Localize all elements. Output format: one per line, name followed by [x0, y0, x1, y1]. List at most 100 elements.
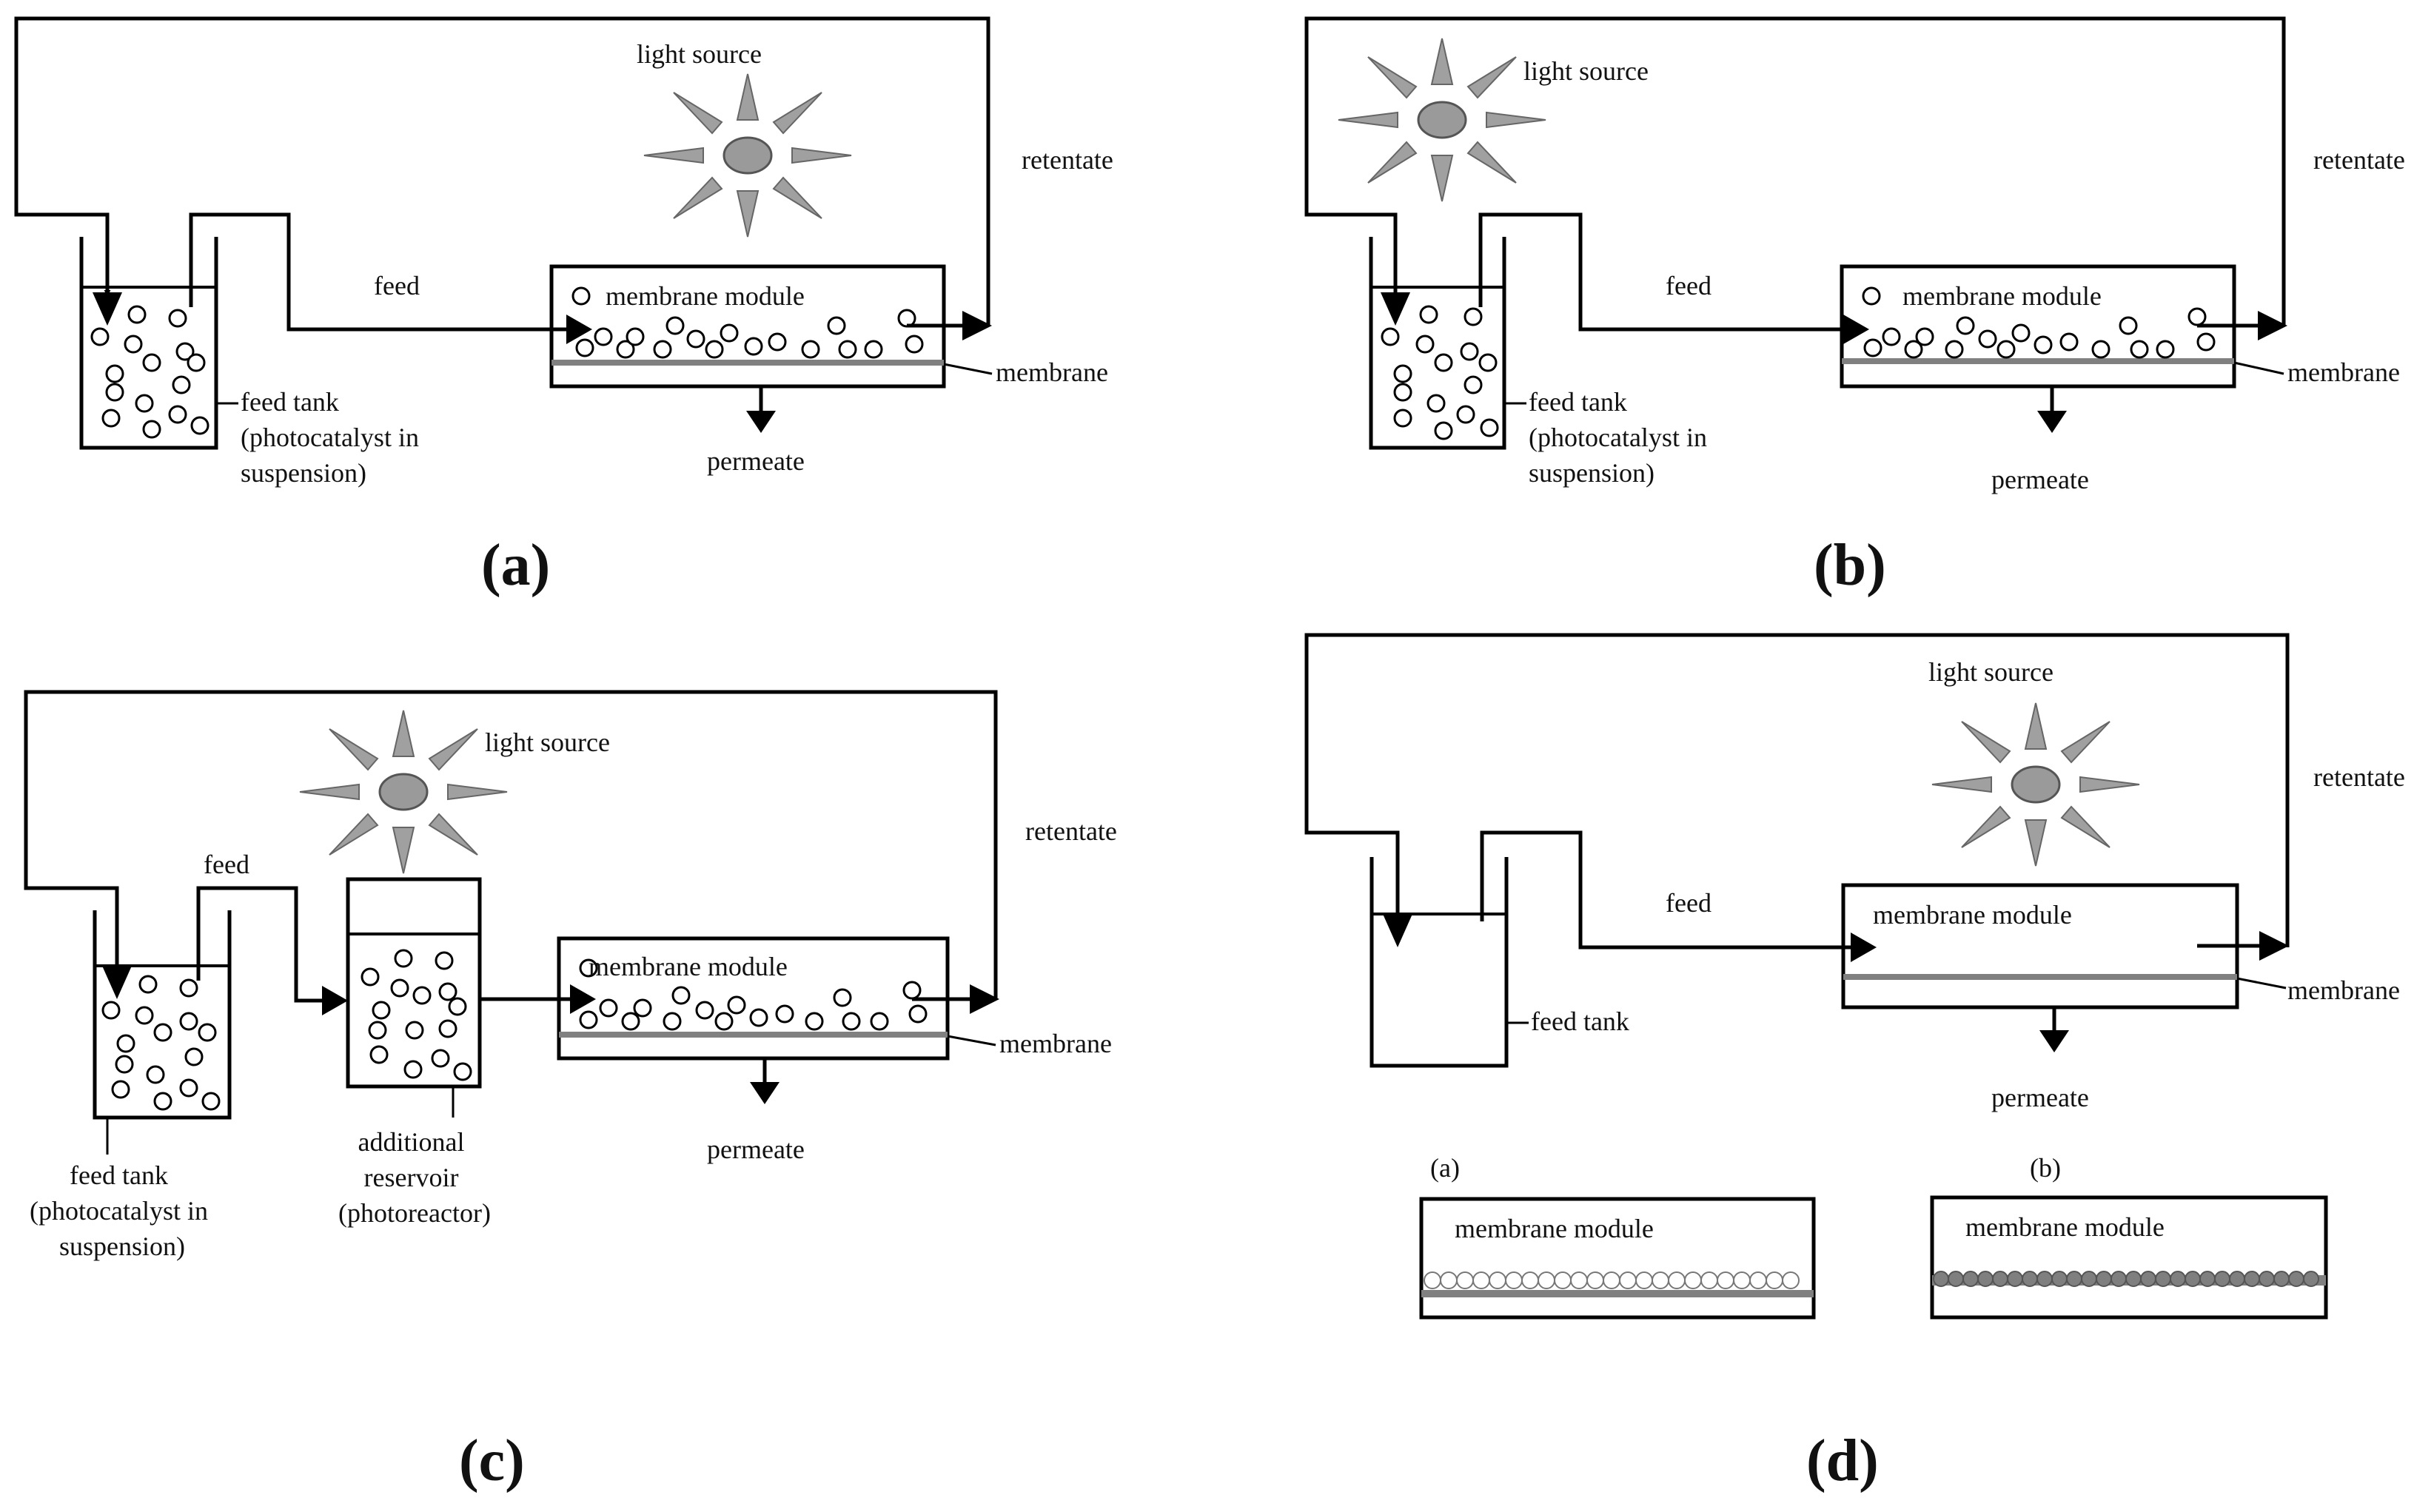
- reservoir-label: additional reservoir (photoreactor): [338, 1127, 491, 1228]
- sub-module-a-label: membrane module: [1455, 1214, 1654, 1243]
- light-source-label: light source: [637, 39, 762, 69]
- particle: [1652, 1271, 1669, 1289]
- membrane-module-label: membrane module: [1902, 281, 2102, 311]
- coated-particle: [2214, 1271, 2230, 1287]
- permeate-arrow: [750, 1082, 780, 1104]
- feed-tank: [93, 910, 232, 1120]
- permeate-label: permeate: [707, 446, 805, 476]
- feed-line: [1478, 212, 1858, 332]
- membrane-module-label: membrane module: [606, 281, 805, 311]
- feed-line: [196, 886, 332, 1003]
- particle: [1521, 1271, 1539, 1289]
- feed-tank-label: feed tank: [1531, 1007, 1629, 1036]
- membrane-module-label: membrane module: [1873, 900, 2072, 930]
- panel-label: (b): [1814, 533, 1886, 598]
- panel-a: light source retentate feed membrane mod…: [14, 16, 1113, 598]
- permeate-label: permeate: [707, 1135, 805, 1164]
- retentate-label: retentate: [1025, 816, 1117, 846]
- light-source-icon: [643, 73, 852, 238]
- feed-tank-label: feed tank (photocatalyst in suspension): [30, 1160, 215, 1261]
- membrane-label: membrane: [996, 357, 1108, 387]
- retentate-label: retentate: [1022, 145, 1113, 175]
- coated-particle: [2259, 1271, 2275, 1287]
- coated-particle: [2244, 1271, 2260, 1287]
- membrane-leader: [2233, 361, 2284, 375]
- feed-line: [1480, 830, 1865, 950]
- particle: [1684, 1271, 1702, 1289]
- particle: [1749, 1271, 1767, 1289]
- light-source-label: light source: [485, 728, 610, 757]
- membrane-label: membrane: [2287, 975, 2400, 1005]
- light-source-icon: [1338, 38, 1546, 202]
- panel-b: light source retentate feed membrane mod…: [1304, 16, 2405, 598]
- light-source-icon: [1931, 702, 2140, 867]
- coated-particle: [2140, 1271, 2156, 1287]
- retentate-outlet-arrow: [2259, 931, 2289, 961]
- particle: [1619, 1271, 1637, 1289]
- permeate-arrow: [746, 411, 776, 433]
- coated-particle: [2051, 1271, 2068, 1287]
- feed-arrow: [1851, 933, 1877, 962]
- feed-label: feed: [204, 850, 249, 879]
- coated-particle: [2096, 1271, 2112, 1287]
- permeate-arrow: [2039, 1030, 2069, 1052]
- feed-tank-label: feed tank (photocatalyst in suspension): [241, 387, 426, 488]
- retentate-recycle-line: [24, 690, 998, 999]
- reservoir-to-module-arrow: [570, 984, 596, 1014]
- coated-particle: [2303, 1271, 2319, 1287]
- particle: [1570, 1271, 1588, 1289]
- coated-particle: [2185, 1271, 2201, 1287]
- particle: [1456, 1271, 1474, 1289]
- coated-particle: [2170, 1271, 2186, 1287]
- panel-c: light source retentate feed membrane mod…: [24, 690, 1117, 1493]
- light-source-label: light source: [1523, 56, 1649, 86]
- coated-particle: [2199, 1271, 2216, 1287]
- membrane-label: membrane: [2287, 357, 2400, 387]
- membrane-leader: [947, 1035, 996, 1046]
- feed-tank-label: feed tank (photocatalyst in suspension): [1529, 387, 1714, 488]
- sub-module-b-box: [1930, 1195, 2328, 1320]
- panel-label: (a): [481, 533, 550, 598]
- feed-label: feed: [1666, 271, 1711, 300]
- retentate-recycle-line: [1304, 16, 2286, 326]
- particle: [1603, 1271, 1620, 1289]
- sub-module-a-box: [1419, 1197, 1816, 1320]
- reservoir-particles: [361, 949, 472, 1081]
- panel-label: (c): [459, 1428, 525, 1493]
- coated-particle: [1948, 1271, 1964, 1287]
- particle: [1782, 1271, 1800, 1289]
- feed-tank: [79, 237, 218, 450]
- particle: [1538, 1271, 1555, 1289]
- module-particles: [579, 958, 928, 1031]
- sub-module-b-label: membrane module: [1965, 1212, 2165, 1242]
- recycle-arrow-into-tank: [102, 966, 132, 999]
- coated-particle: [2273, 1271, 2290, 1287]
- recycle-arrow-into-tank: [1381, 292, 1410, 326]
- coated-particle: [2022, 1271, 2038, 1287]
- retentate-label: retentate: [2313, 145, 2405, 175]
- retentate-recycle-line: [14, 16, 990, 326]
- retentate-outlet-arrow: [970, 984, 999, 1014]
- grey-particle-layer: [1933, 1271, 2319, 1287]
- feed-arrow: [1843, 315, 1869, 344]
- panel-label: (d): [1806, 1428, 1879, 1493]
- retentate-recycle-line: [1304, 633, 2290, 947]
- particle: [1440, 1271, 1458, 1289]
- retentate-outlet-arrow: [962, 311, 992, 340]
- coated-particle: [1933, 1271, 1949, 1287]
- coated-particle: [1977, 1271, 1994, 1287]
- feed-arrow: [322, 986, 348, 1015]
- light-source-icon: [299, 710, 508, 874]
- membrane-label: membrane: [999, 1029, 1112, 1058]
- membrane-leader: [2236, 977, 2287, 989]
- particle: [1472, 1271, 1490, 1289]
- module-particles: [1862, 286, 2216, 359]
- coated-particle: [2007, 1271, 2023, 1287]
- feed-arrow: [566, 315, 592, 344]
- feed-label: feed: [1666, 888, 1711, 918]
- feed-tank: [1369, 237, 1506, 450]
- recycle-arrow-into-tank: [93, 292, 122, 326]
- recycle-arrow-into-tank: [1383, 914, 1412, 947]
- sub-module-a: (a) membrane module: [1419, 1153, 1816, 1320]
